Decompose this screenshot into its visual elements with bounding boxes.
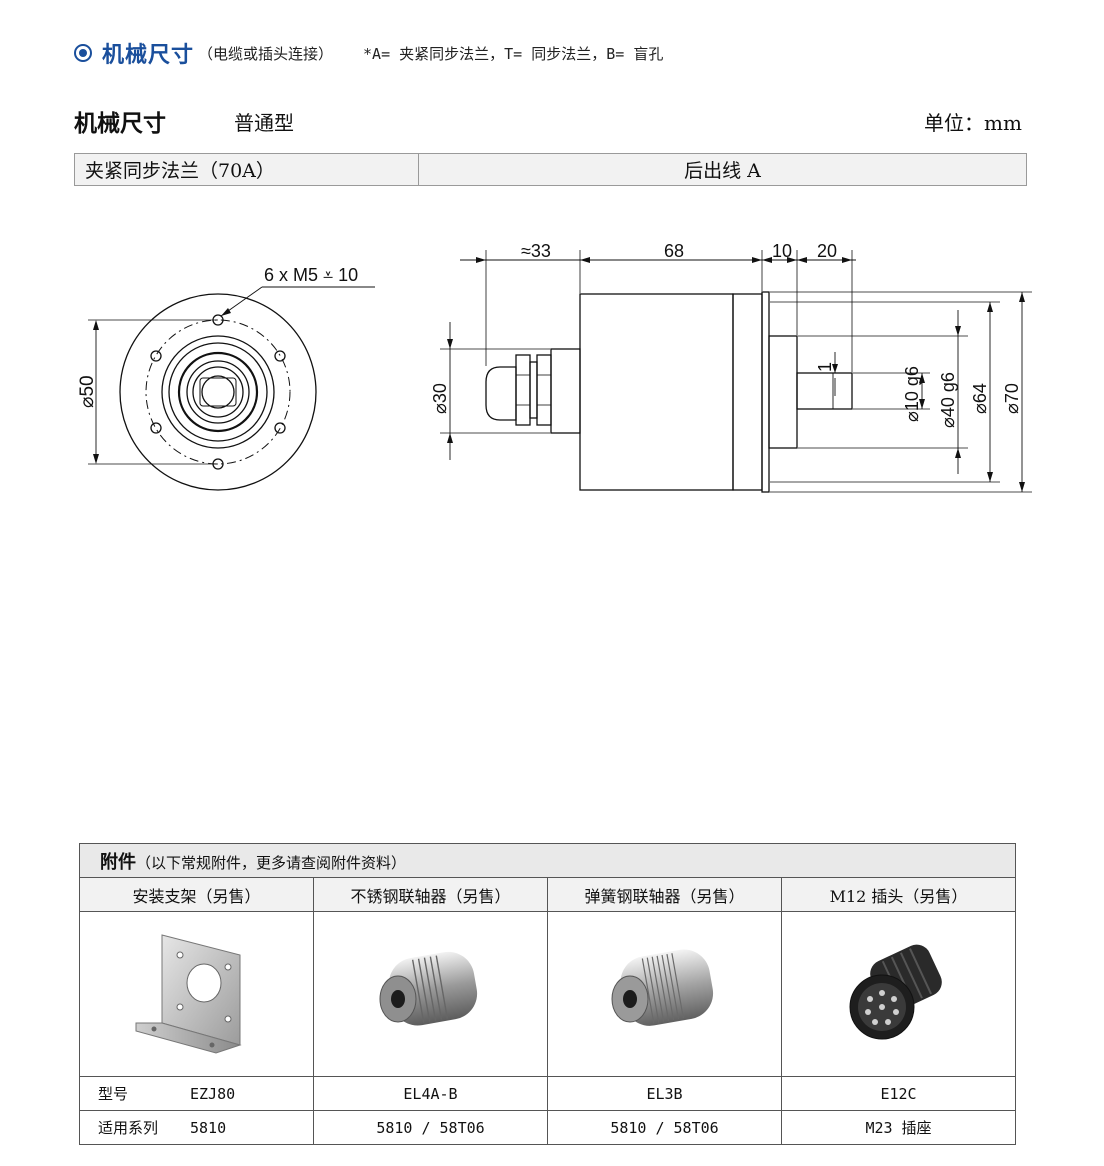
len-label-10: 10 [772,241,792,261]
col-header-bracket: 安装支架（另售） [79,877,314,912]
mounting-bracket-icon [135,934,242,1054]
gland-nut-2 [536,354,552,426]
col-header-m12: M12 插头（另售） [780,877,1017,912]
spring-coupling-icon [611,949,713,1026]
len-label-33: ≈33 [521,241,551,261]
shaft-offset-label: 1 [815,362,835,372]
side-view-labels: ≈33 68 10 20 1 ⌀30 ⌀10 g6 ⌀40 g6 ⌀64 ⌀70 [430,241,1022,428]
accessories-subtitle: （以下常规附件，更多请查阅附件资料） [136,853,407,872]
bolt-circle [145,319,291,465]
model-value-1: EL4A-B [313,1076,548,1111]
shaft [796,372,853,410]
stainless-coupling-icon [379,951,477,1026]
len-label-20: 20 [817,241,837,261]
dia50-label: ⌀50 [77,375,98,408]
dia10-label: ⌀10 g6 [902,366,922,422]
image-cell-spring [547,911,782,1077]
outlet-type: 后出线 A [419,154,1026,185]
section-title-main: 机械尺寸 [102,42,195,68]
len-label-68: 68 [664,241,684,261]
side-view [440,250,1032,493]
shaft-flat [199,377,237,407]
image-cell-m12 [780,911,1017,1077]
dimensions-heading: 机械尺寸 [74,110,166,137]
front-outer-circle [119,293,317,491]
dia64-label: ⌀64 [970,383,990,414]
section-title: 机械尺寸 （电缆或插头连接） *A= 夹紧同步法兰，T= 同步法兰，B= 盲孔 [74,36,663,70]
model-value-3: E12C [780,1076,1017,1111]
dimensions-type: 普通型 [234,111,294,135]
front-ring-3 [177,351,259,433]
accessories-table: 附件（以下常规附件，更多请查阅附件资料） 安装支架（另售） 不锈钢联轴器（另售）… [78,843,1017,1145]
front-ring-1 [161,335,275,449]
hole-label: 6 x M5 ⩡ 10 [264,265,358,285]
m12-connector-icon [849,944,942,1040]
gland-base [550,348,581,434]
image-cell-stainless [313,911,548,1077]
mount-hole-3 [274,422,286,434]
arrow [93,320,99,330]
mount-hole-6 [150,350,162,362]
model-value-2: EL3B [547,1076,782,1111]
model-value-0: EZJ80 [190,1085,236,1103]
col-header-stainless: 不锈钢联轴器（另售） [313,877,548,912]
arrow [93,454,99,464]
gland-nut-1 [515,354,531,426]
accessories-title: 附件 [100,851,136,873]
flange-type: 夹紧同步法兰（70A） [75,154,419,185]
gland-neck [529,361,538,419]
col-header-spring: 弹簧钢联轴器（另售） [547,877,782,912]
encoder-body [579,293,734,491]
dia40-label: ⌀40 g6 [938,372,958,428]
technical-drawing: 6 x M5 ⩡ 10 ⌀50 [77,241,1032,493]
flange-bar: 夹紧同步法兰（70A） 后出线 A [74,153,1027,186]
shaft-circle [201,375,235,409]
series-label: 适用系列 [98,1119,159,1137]
series-first-cell: 适用系列 5810 [79,1110,314,1145]
front-ring-4 [186,360,250,424]
flange-ring [732,293,763,491]
flange-note: *A= 夹紧同步法兰，T= 同步法兰，B= 盲孔 [363,44,664,63]
series-value-0: 5810 [190,1119,227,1137]
cable-gland-tip [485,366,517,421]
dimensions-unit: 单位：mm [924,111,1022,135]
image-cell-bracket [79,911,314,1077]
series-value-2: 5810 / 58T06 [547,1110,782,1145]
model-first-cell: 型号 EZJ80 [79,1076,314,1111]
model-label: 型号 [98,1085,129,1103]
arrow [221,308,231,316]
mount-hole-5 [150,422,162,434]
spigot [768,335,798,449]
series-value-1: 5810 / 58T06 [313,1110,548,1145]
front-ring-2 [168,342,268,442]
cable-dia-label: ⌀30 [430,383,450,414]
front-ring-5 [192,366,244,418]
series-value-3: M23 插座 [780,1110,1017,1145]
accessories-title-cell: 附件（以下常规附件，更多请查阅附件资料） [78,843,1017,878]
mount-hole-2 [274,350,286,362]
front-view [88,286,375,491]
clamp-flange [761,291,770,493]
bullet-icon [74,44,92,62]
section-title-sub: （电缆或插头连接） [198,44,334,63]
dia70-label: ⌀70 [1002,383,1022,414]
